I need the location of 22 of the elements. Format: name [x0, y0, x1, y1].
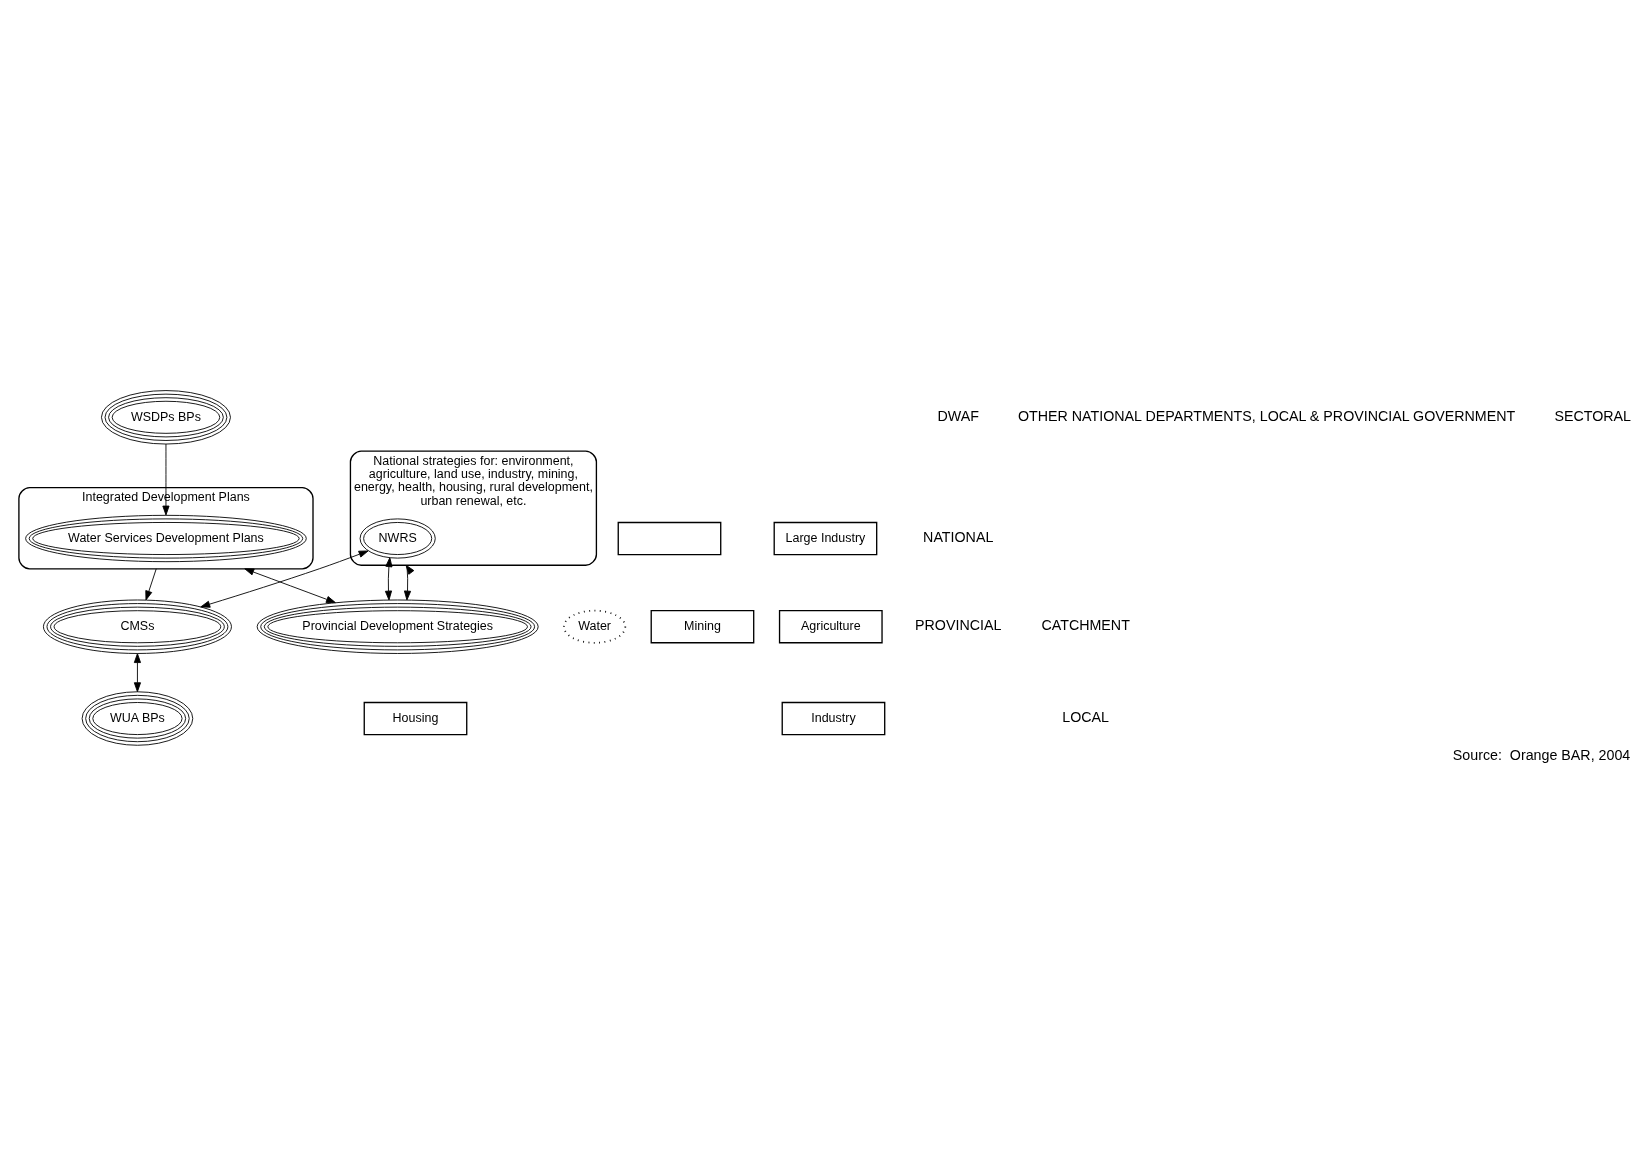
caption: Source: Orange BAR, 2004 — [1452, 747, 1631, 764]
label: LOCAL — [1062, 708, 1110, 725]
node-box: Industry — [781, 701, 886, 736]
label: CATCHMENT — [1041, 617, 1130, 634]
node-ellipse: Water — [563, 609, 627, 644]
arrow — [200, 550, 369, 608]
node-box: Housing — [363, 701, 468, 736]
arrow — [133, 653, 141, 693]
arrow — [244, 568, 336, 604]
label: NATIONAL — [923, 528, 994, 545]
node-box — [617, 521, 722, 556]
label: SECTORAL — [1554, 407, 1632, 424]
node-box: Large Industry — [773, 521, 878, 556]
label: OTHER NATIONAL DEPARTMENTS, LOCAL & PROVINCIAL GOVERNMENT — [1017, 407, 1516, 424]
node-box: Agriculture — [778, 610, 883, 644]
arrow — [384, 557, 393, 601]
label: DWAF — [937, 407, 979, 424]
arrow — [162, 443, 170, 516]
arrow — [145, 568, 157, 601]
node-box: Mining — [650, 610, 755, 644]
arrow — [403, 564, 415, 601]
label: PROVINCIAL — [915, 617, 1002, 634]
